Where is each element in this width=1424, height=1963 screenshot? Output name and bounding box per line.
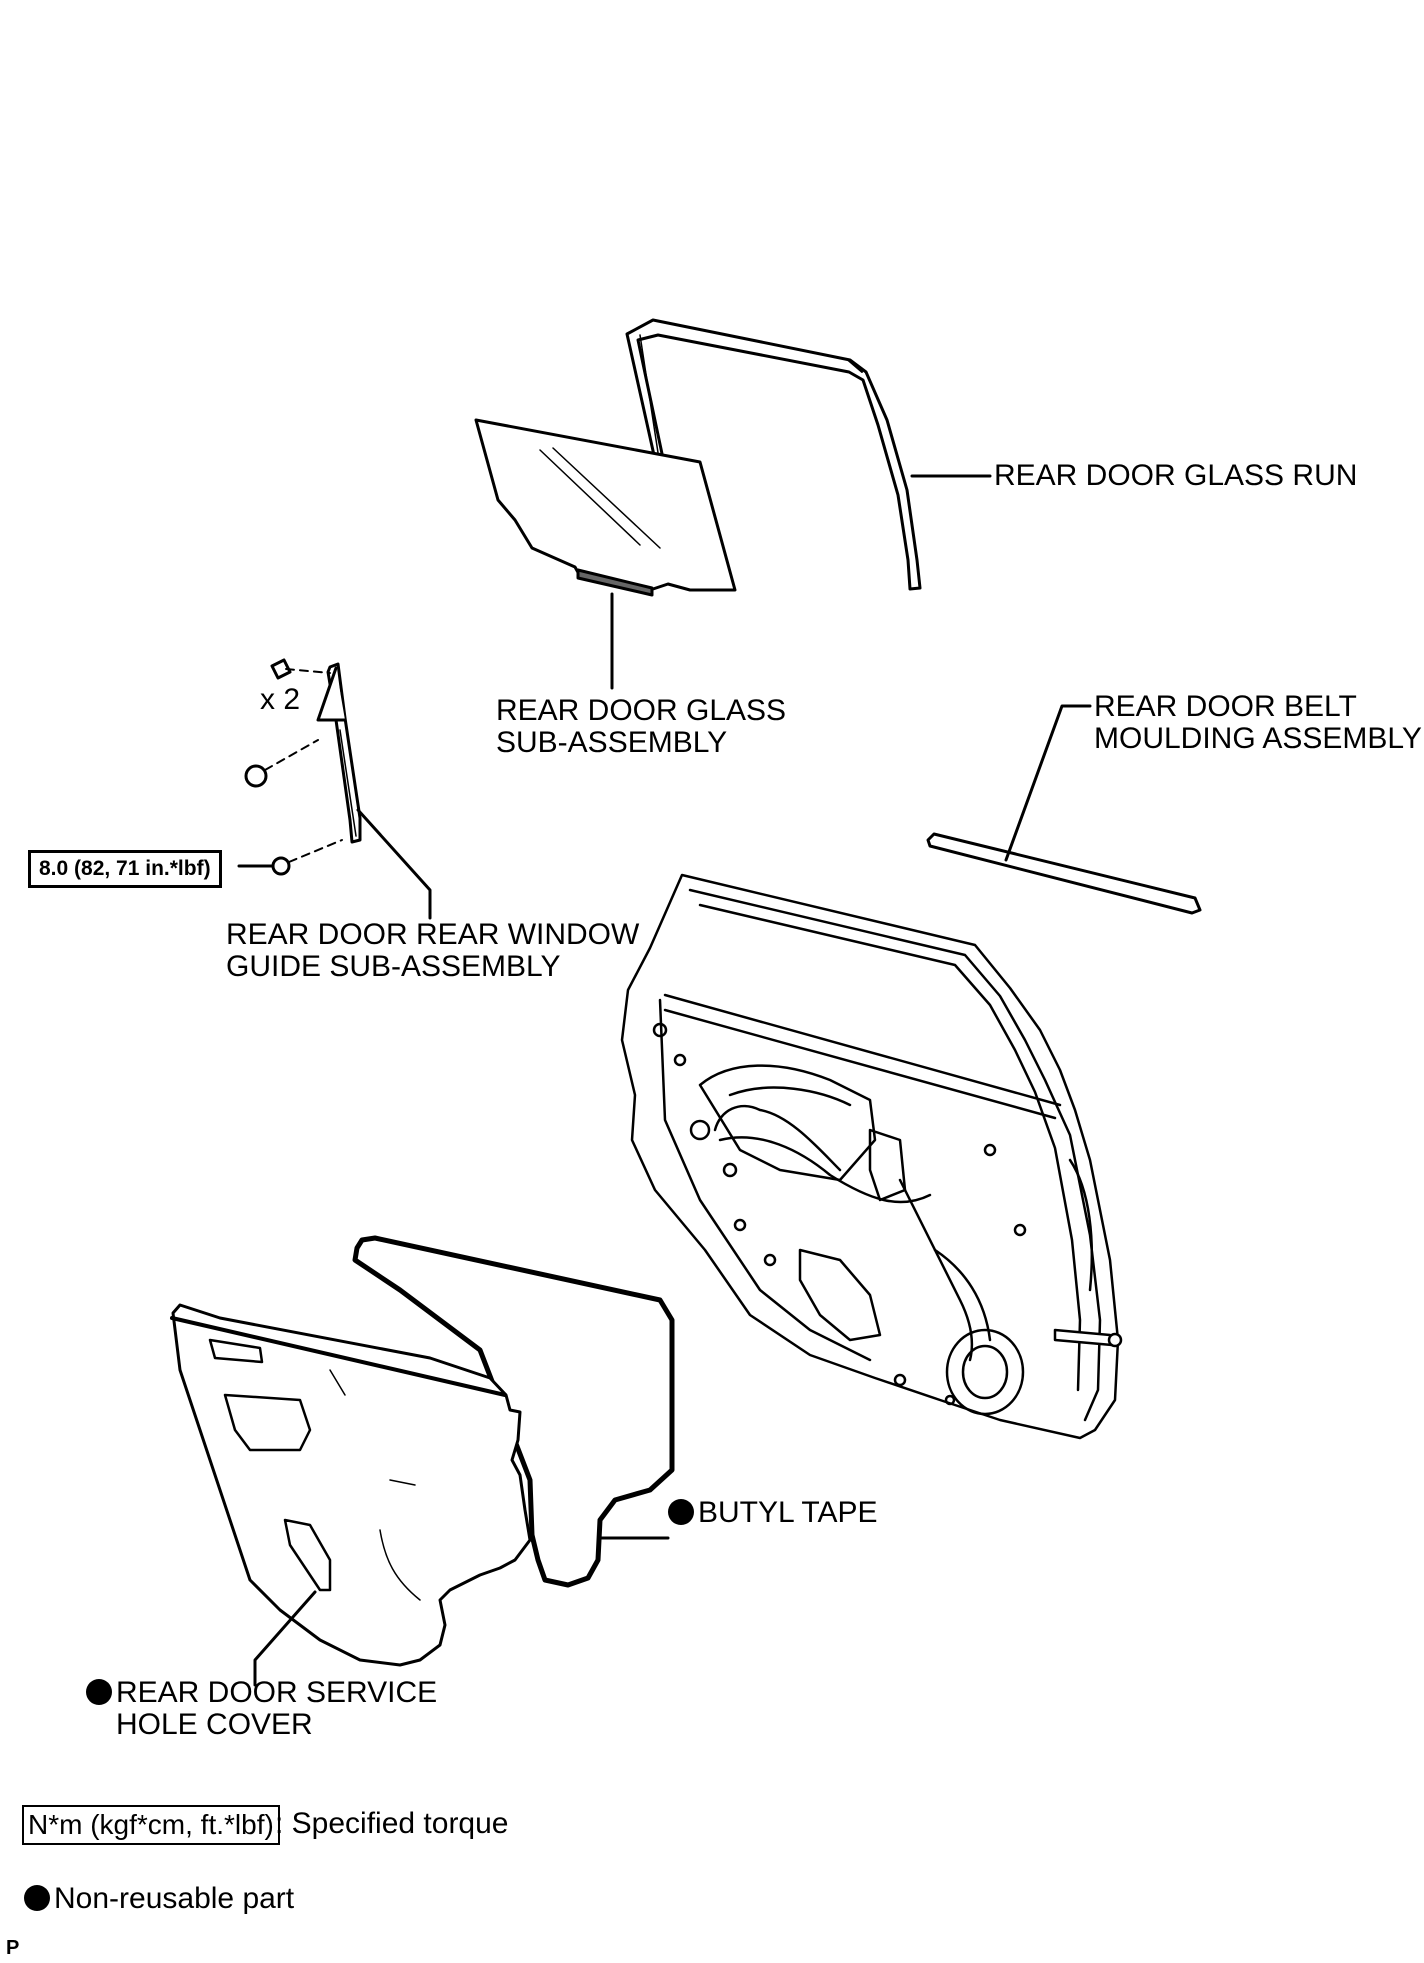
window-guide-part: [316, 662, 362, 844]
legend-torque-desc: : Specified torque: [275, 1807, 509, 1840]
quantity-label: x 2: [260, 683, 301, 716]
window-guide-leader: [356, 808, 432, 920]
service-hole-cover-text: REAR DOOR SERVICE: [116, 1676, 438, 1709]
window-guide-label-line2: GUIDE SUB-ASSEMBLY: [226, 950, 561, 983]
belt-moulding-label-line2: MOULDING ASSEMBLY: [1094, 722, 1422, 755]
butyl-tape-part: [352, 1235, 675, 1588]
door-panel: [620, 873, 1123, 1440]
torque-value-box: 8.0 (82, 71 in.*lbf): [28, 850, 222, 888]
non-reusable-dot-icon: [24, 1885, 50, 1911]
corner-mark: P: [6, 1937, 20, 1959]
legend-nonreusable-text: Non-reusable part: [54, 1882, 295, 1915]
window-guide-label-line1: REAR DOOR REAR WINDOW: [226, 918, 640, 951]
bolt-icon: [270, 658, 331, 680]
non-reusable-dot-icon: [668, 1499, 694, 1525]
glass-run-label: REAR DOOR GLASS RUN: [994, 459, 1358, 492]
legend-torque-unit-box: N*m (kgf*cm, ft.*lbf): [22, 1805, 280, 1845]
belt-moulding-part: [926, 832, 1202, 915]
bolt-icon: [244, 739, 319, 788]
service-hole-cover-leader: [253, 1590, 317, 1687]
belt-moulding-leader: [1004, 704, 1092, 862]
non-reusable-dot-icon: [86, 1679, 112, 1705]
belt-moulding-label-line1: REAR DOOR BELT: [1094, 690, 1357, 723]
glass-sub-label-line1: REAR DOOR GLASS: [496, 694, 787, 727]
service-hole-cover-label-line2: HOLE COVER: [116, 1708, 313, 1741]
butyl-tape-text: BUTYL TAPE: [698, 1496, 878, 1529]
service-hole-cover-label-line1: REAR DOOR SERVICE: [86, 1676, 437, 1710]
service-hole-cover-part: [170, 1303, 532, 1667]
butyl-tape-label: BUTYL TAPE: [668, 1496, 878, 1530]
bolt-icon: [271, 839, 343, 876]
legend-nonreusable: Non-reusable part: [24, 1882, 294, 1916]
glass-sub-label-line2: SUB-ASSEMBLY: [496, 726, 728, 759]
glass-part: [474, 418, 737, 597]
